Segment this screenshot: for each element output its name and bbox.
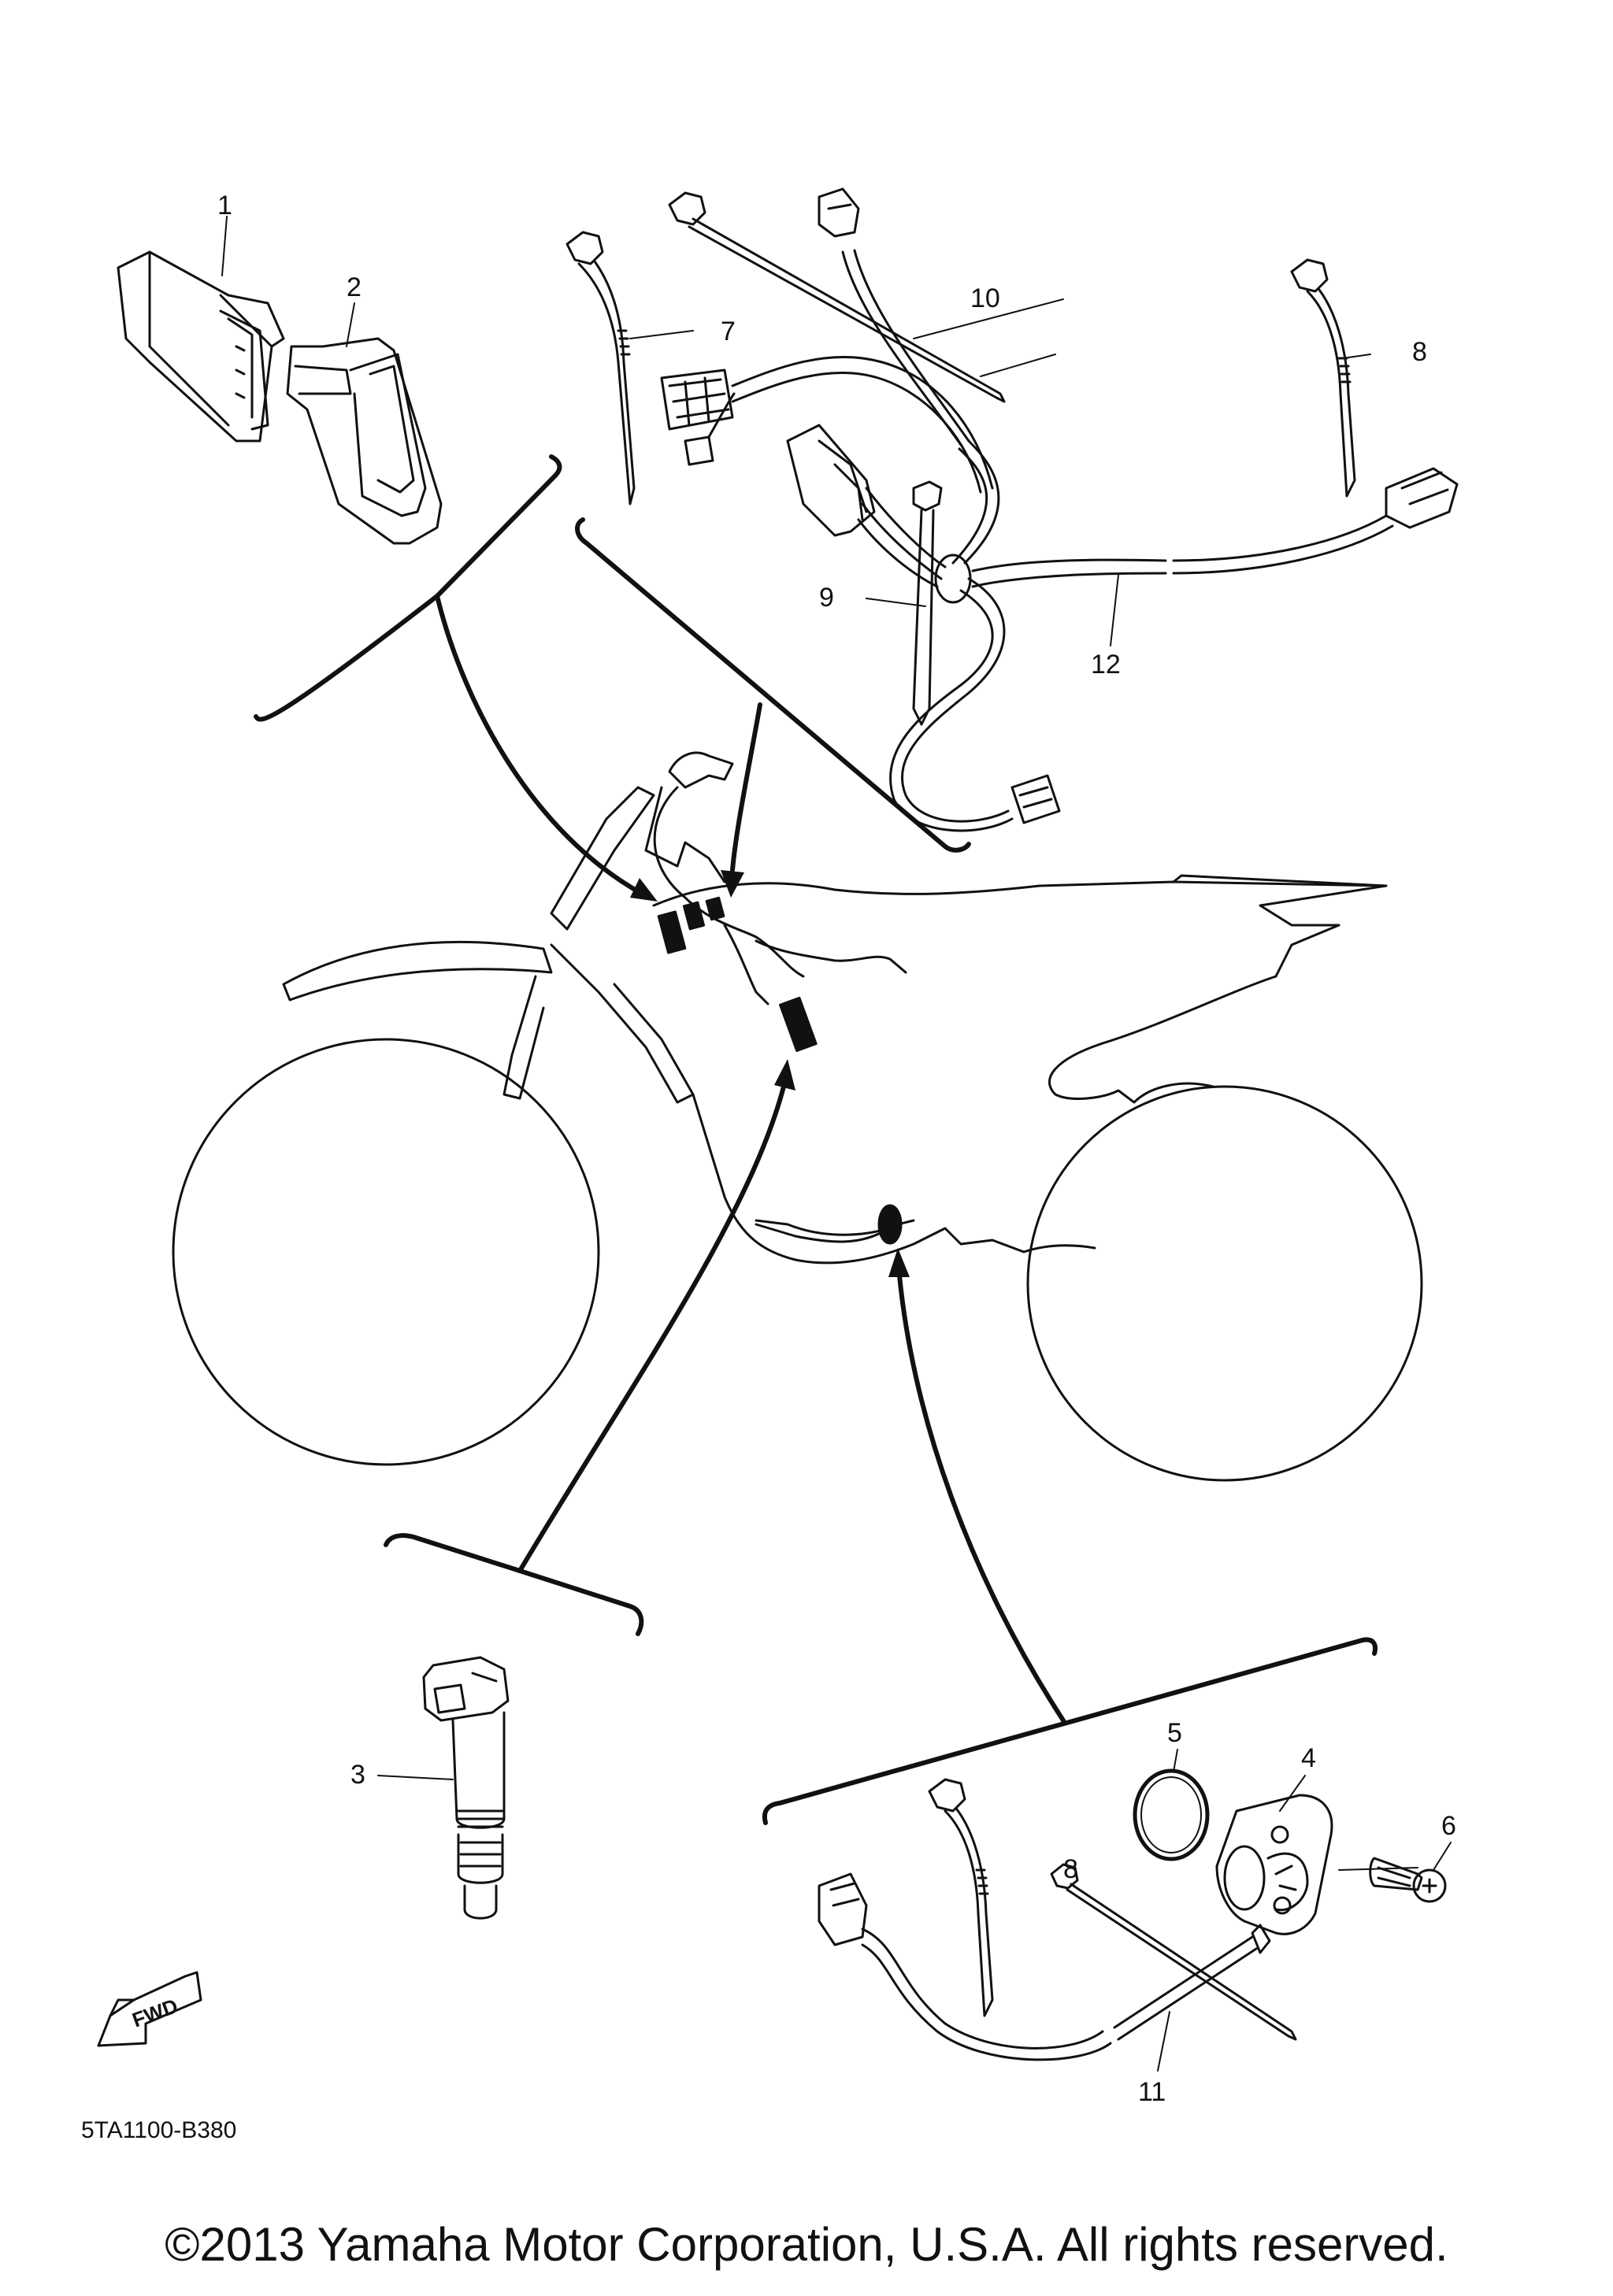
rear-wheel xyxy=(1026,1085,1423,1482)
wiring-on-bike xyxy=(653,786,805,978)
callout-6: 6 xyxy=(1441,1811,1456,1841)
callout-5: 5 xyxy=(1167,1718,1182,1748)
bracket-harness xyxy=(575,517,971,853)
callout-8-top: 8 xyxy=(1412,337,1427,367)
part-o-ring xyxy=(1133,1768,1210,1861)
front-fender xyxy=(282,940,553,1002)
callout-numbers: 1 2 3 4 5 6 7 8 8 9 10 11 12 xyxy=(217,191,1456,2107)
sensor-on-bike xyxy=(877,1204,903,1245)
bracket-cdi xyxy=(254,454,562,722)
arrow-harness xyxy=(730,702,762,872)
copyright-notice: ©2013 Yamaha Motor Corporation, U.S.A. A… xyxy=(165,2218,1448,2271)
arrow-cdi xyxy=(435,594,644,896)
callout-11: 11 xyxy=(1138,2077,1166,2107)
callout-2: 2 xyxy=(347,272,362,302)
callout-7: 7 xyxy=(721,317,736,346)
leader-lines xyxy=(221,216,1452,2072)
callout-9: 9 xyxy=(819,583,834,613)
diagram-code: 5TA1100-B380 xyxy=(81,2117,236,2143)
callout-10: 10 xyxy=(970,283,1000,313)
part-cdi-unit xyxy=(117,250,285,443)
part-cable-tie-9 xyxy=(912,480,943,512)
part-cable-tie-8-bottom xyxy=(928,1778,994,2017)
part-cable-tie-8-top xyxy=(1290,258,1356,498)
fwd-indicator: FWD xyxy=(97,1971,202,2047)
part-wire-harness xyxy=(660,187,1459,832)
rear-fender xyxy=(1048,975,1277,1104)
callout-1: 1 xyxy=(217,191,232,220)
callout-4: 4 xyxy=(1301,1743,1316,1773)
part-sensor-lead xyxy=(818,1872,1271,2061)
part-cable-tie-10 xyxy=(668,191,1006,403)
front-wheel xyxy=(172,1038,600,1466)
part-cable-tie-11 xyxy=(1050,1863,1297,2041)
callout-12: 12 xyxy=(1091,650,1121,680)
callout-3: 3 xyxy=(350,1760,365,1790)
coil-on-bike xyxy=(779,996,818,1053)
fuel-tank xyxy=(652,880,1388,978)
part-cable-tie-7 xyxy=(565,231,636,505)
callout-brackets xyxy=(254,454,1378,1825)
motorcycle-silhouette xyxy=(172,751,1423,1482)
part-ignition-coil xyxy=(422,1656,510,1920)
pointer-arrows xyxy=(435,594,1066,1723)
seat xyxy=(1172,874,1388,887)
part-bolt xyxy=(1369,1857,1447,1903)
arrow-coil xyxy=(517,1084,786,1573)
number-plate xyxy=(550,786,655,931)
part-cdi-bracket xyxy=(286,337,443,545)
front-fork xyxy=(550,943,695,1104)
handlebar xyxy=(668,751,734,789)
bracket-coil xyxy=(384,1533,644,1636)
callout-8-bottom: 8 xyxy=(1063,1854,1078,1884)
arrow-sensor xyxy=(897,1273,1066,1723)
engine-frame xyxy=(692,1093,1096,1265)
bracket-sensor xyxy=(762,1637,1378,1825)
part-sensor xyxy=(1215,1794,1333,1935)
cdi-on-bike xyxy=(657,910,687,954)
